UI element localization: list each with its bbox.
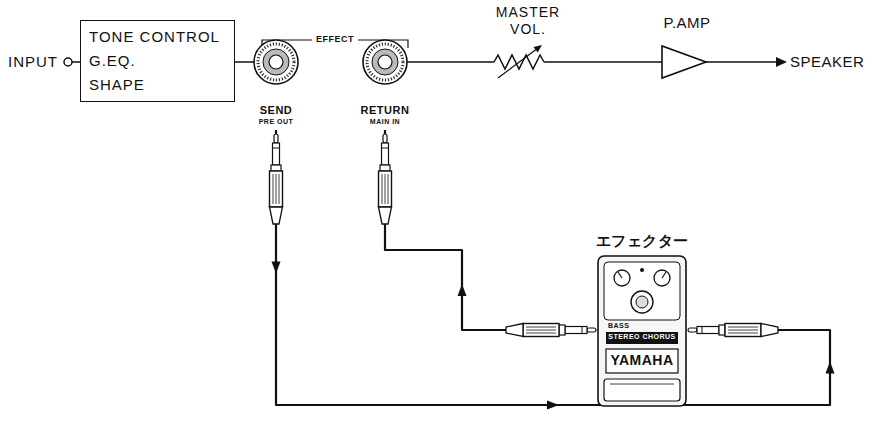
connector-group <box>385 130 588 330</box>
node-label: MASTER VOL. <box>488 4 568 38</box>
arrow-head <box>826 362 835 374</box>
connector-group <box>417 62 478 63</box>
volume-node: MASTER VOL. <box>478 4 578 80</box>
amplifier-triangle <box>662 46 706 78</box>
node-label: TONE CONTROL <box>89 25 220 49</box>
arrow-head <box>547 401 559 410</box>
node-label: RETURN <box>353 104 417 117</box>
foot-switch-edge <box>610 384 674 385</box>
jack-node: RETURNMAIN IN <box>353 38 417 130</box>
brand-panel <box>606 349 678 373</box>
send-plug <box>270 134 283 224</box>
arrow-head <box>272 262 281 274</box>
connector-group <box>235 62 244 63</box>
foot-switch <box>604 379 680 401</box>
led <box>640 268 644 272</box>
jack-rim <box>254 40 298 84</box>
jack-knurl <box>367 44 403 80</box>
arrow-head <box>458 284 467 296</box>
label-band <box>606 332 678 344</box>
return-plug <box>379 134 392 224</box>
node-sublabel: PRE OUT <box>244 118 308 126</box>
input-terminal <box>64 58 80 66</box>
knob <box>631 291 653 313</box>
jack-rim <box>363 40 407 84</box>
pedal-input-plug <box>688 324 778 337</box>
connector-group <box>578 62 650 63</box>
variable-arrow <box>498 50 536 79</box>
jack-thread <box>372 49 398 75</box>
connector-group <box>272 130 835 410</box>
node-label: SEND <box>244 104 308 117</box>
jack-symbol <box>244 38 308 130</box>
wire <box>478 61 494 63</box>
variable-arrow-head <box>534 45 543 53</box>
knob-mark <box>662 272 666 278</box>
node-label: エフェクター <box>588 232 696 249</box>
jack-hole <box>269 55 283 69</box>
cable <box>385 130 588 330</box>
pedal-output-plug <box>506 324 596 337</box>
knob-mark <box>618 272 622 278</box>
node-sublabel: BASS <box>608 322 629 330</box>
node-sublabel: SHAPE <box>89 73 220 97</box>
process-box: TONE CONTROLG.EQ.SHAPE <box>80 20 235 102</box>
wire <box>650 61 662 63</box>
bracket-label: EFFECT <box>312 34 358 44</box>
jack-node: SENDPRE OUT <box>244 38 308 130</box>
wire <box>244 61 254 63</box>
wire <box>407 61 417 63</box>
node-sublabel: G.EQ. <box>89 49 220 73</box>
pedal-body <box>598 256 686 406</box>
cable <box>276 130 830 405</box>
signal-wire <box>578 61 650 63</box>
effect-pedal <box>588 232 696 410</box>
amplifier-node: P.AMP <box>650 14 724 80</box>
jack-hole <box>378 55 392 69</box>
node-sublabel: MAIN IN <box>353 118 417 126</box>
node-sublabel: YAMAHA <box>606 352 678 368</box>
signal-wire <box>417 61 478 63</box>
node-sublabel: STEREO CHORUS <box>606 333 678 341</box>
knob-cap <box>636 296 648 308</box>
terminal-label: INPUT <box>8 53 58 70</box>
pedal-panel <box>604 262 680 320</box>
node-label: P.AMP <box>650 14 724 31</box>
effect-pedal-node: エフェクター BASS STEREO CHORUS YAMAHA <box>588 232 696 410</box>
jack-knurl <box>258 44 294 80</box>
knob <box>654 270 670 286</box>
knob <box>614 270 630 286</box>
speaker-arrow <box>706 57 787 67</box>
output-label: SPEAKER <box>790 53 864 70</box>
jack-thread <box>263 49 289 75</box>
jack-symbol <box>353 38 417 130</box>
wire <box>544 61 578 63</box>
signal-wire <box>235 61 244 63</box>
